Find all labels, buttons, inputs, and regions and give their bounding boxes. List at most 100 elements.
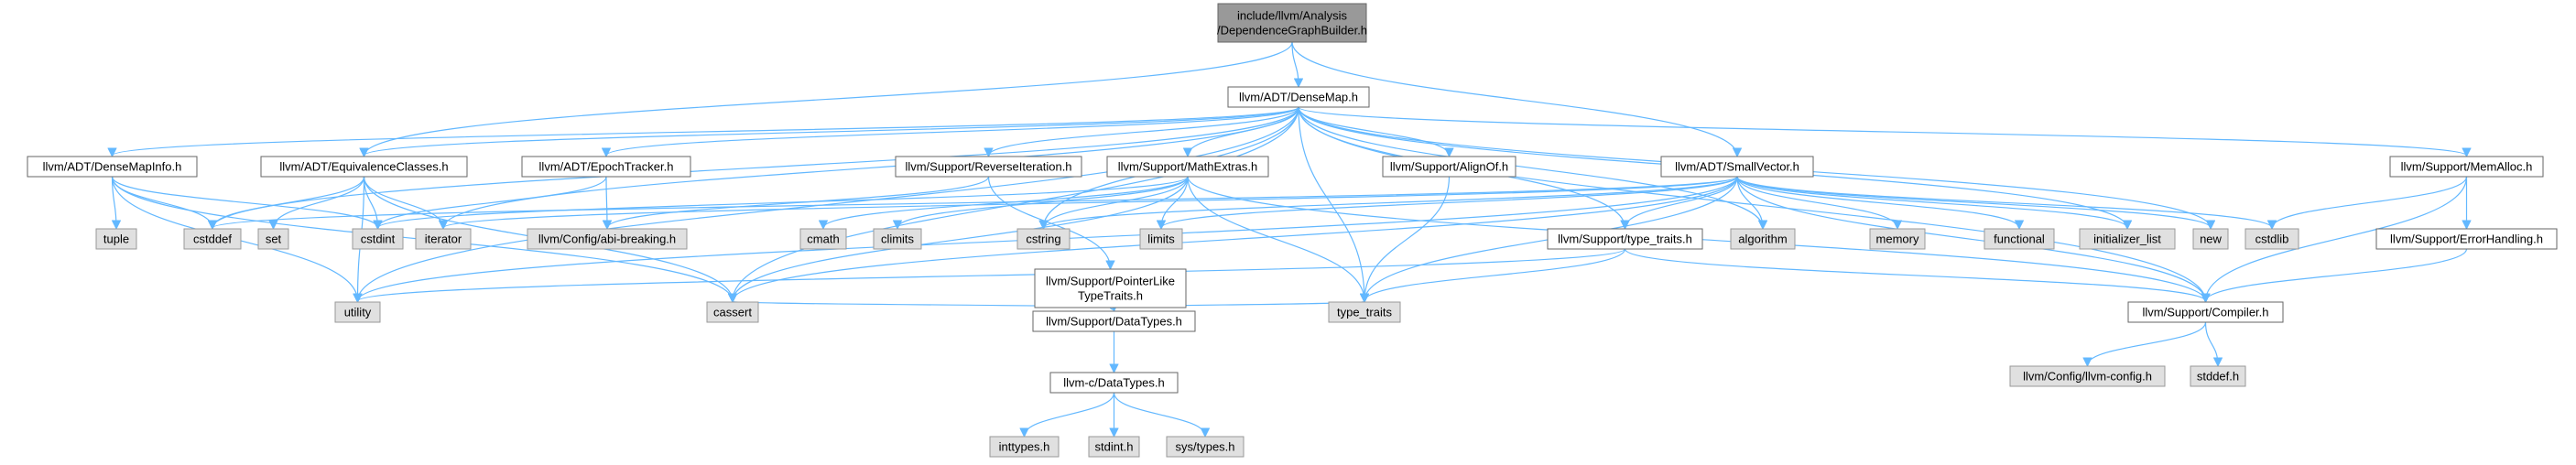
edge-densemap-to-iterator	[443, 106, 1299, 228]
node-label: iterator	[425, 232, 462, 246]
node-box	[2389, 156, 2544, 178]
graph-node-new: new	[2192, 228, 2229, 250]
edge-datatypes_c-to-systypes	[1113, 392, 1206, 436]
edge-datatypes_c-to-inttypes	[1025, 392, 1115, 436]
graph-node-smallvector[interactable]: llvm/ADT/SmallVector.h	[1660, 156, 1814, 178]
node-box	[989, 436, 1060, 458]
graph-node-datatypes_s[interactable]: llvm/Support/DataTypes.h	[1032, 310, 1196, 332]
edge-compiler-to-stddef	[2204, 321, 2219, 365]
node-box	[2127, 301, 2284, 323]
edge-root-to-densemap	[1291, 41, 1299, 86]
edge-equivclasses-to-cstddef	[212, 176, 365, 228]
node-label: llvm/ADT/EquivalenceClasses.h	[279, 160, 448, 174]
node-label: limits	[1147, 232, 1175, 246]
node-box	[799, 228, 847, 250]
edge-mathextras-to-cstdint	[378, 176, 1189, 228]
node-box	[873, 228, 922, 250]
node-box	[352, 228, 404, 250]
edge-smallvector-to-cstdlib	[1736, 176, 2272, 228]
graph-node-stdint: stdint.h	[1088, 436, 1140, 458]
graph-node-cstring: cstring	[1016, 228, 1071, 250]
node-box	[527, 228, 688, 250]
graph-node-root: include/llvm/Analysis/DependenceGraphBui…	[1217, 3, 1367, 43]
node-box	[521, 156, 691, 178]
node-box	[1106, 156, 1269, 178]
node-box	[2192, 228, 2229, 250]
node-label: new	[2200, 232, 2222, 246]
node-label: type_traits	[1337, 306, 1392, 319]
graph-node-cmath: cmath	[799, 228, 847, 250]
node-box	[260, 156, 468, 178]
edge-densemap-to-equivclasses	[364, 106, 1299, 156]
edge-smallvector-to-iterator	[443, 176, 1738, 228]
edge-densemapinfo-to-cstddef	[111, 176, 213, 228]
node-box	[1032, 310, 1196, 332]
edge-densemapinfo-to-cstdint	[111, 176, 378, 228]
graph-node-datatypes_c[interactable]: llvm-c/DataTypes.h	[1049, 372, 1179, 394]
edge-smallvector-to-cstddef	[212, 176, 1738, 228]
edge-smallvector-to-memory	[1736, 176, 1897, 228]
edge-smallvector-to-typetraitsh	[1625, 176, 1738, 228]
edge-mathextras-to-climits	[897, 176, 1189, 228]
graph-node-compiler[interactable]: llvm/Support/Compiler.h	[2127, 301, 2284, 323]
node-box	[257, 228, 289, 250]
graph-node-alignof[interactable]: llvm/Support/AlignOf.h	[1382, 156, 1516, 178]
node-box	[95, 228, 137, 250]
edge-smallvector-to-new	[1736, 176, 2211, 228]
node-label: llvm/Support/PointerLike	[1046, 275, 1175, 288]
edge-root-to-equivclasses	[364, 41, 1293, 156]
node-label: /DependenceGraphBuilder.h	[1217, 24, 1367, 38]
node-label: memory	[1876, 232, 1919, 246]
edge-densemap-to-epochtracker	[606, 106, 1299, 156]
graph-node-functional: functional	[1984, 228, 2055, 250]
graph-node-equivclasses[interactable]: llvm/ADT/EquivalenceClasses.h	[260, 156, 468, 178]
graph-node-climits: climits	[873, 228, 922, 250]
graph-node-systypes: sys/types.h	[1166, 436, 1245, 458]
graph-node-densemap[interactable]: llvm/ADT/DenseMap.h	[1227, 86, 1370, 108]
node-label: functional	[1994, 232, 2045, 246]
edge-densemap-to-reverseiter	[989, 106, 1299, 156]
node-label: TypeTraits.h	[1078, 289, 1143, 303]
node-label: cstdint	[361, 232, 396, 246]
edge-alignof-to-type_traits	[1364, 176, 1451, 301]
node-label: llvm/ADT/SmallVector.h	[1675, 160, 1799, 174]
edge-equivclasses-to-iterator	[363, 176, 444, 228]
graph-node-densemapinfo[interactable]: llvm/ADT/DenseMapInfo.h	[27, 156, 198, 178]
node-label: llvm/Config/abi-breaking.h	[538, 232, 676, 246]
node-box	[1660, 156, 1814, 178]
graph-node-memory: memory	[1869, 228, 1926, 250]
edge-typetraitsh-to-type_traits	[1364, 248, 1626, 301]
graph-node-mathextras[interactable]: llvm/Support/MathExtras.h	[1106, 156, 1269, 178]
edge-densemap-to-densemapinfo	[113, 106, 1299, 156]
node-label: cassert	[713, 306, 752, 319]
edge-densemap-to-utility	[358, 106, 1299, 301]
edge-memalloc-to-compiler	[2206, 176, 2468, 301]
graph-node-type_traits: type_traits	[1328, 301, 1401, 323]
node-box	[2244, 228, 2299, 250]
node-box	[334, 301, 381, 323]
graph-node-memalloc[interactable]: llvm/Support/MemAlloc.h	[2389, 156, 2544, 178]
node-box	[2190, 365, 2246, 387]
edge-smallvector-to-limits	[1161, 176, 1738, 228]
node-box	[1088, 436, 1140, 458]
edge-smallvector-to-cstring	[1044, 176, 1738, 228]
edge-equivclasses-to-set	[274, 176, 365, 228]
graph-node-errorhandling[interactable]: llvm/Support/ErrorHandling.h	[2375, 228, 2558, 250]
graph-node-llvmconfig: llvm/Config/llvm-config.h	[2009, 365, 2166, 387]
graph-node-reverseiter[interactable]: llvm/Support/ReverseIteration.h	[895, 156, 1082, 178]
graph-node-cstdlib: cstdlib	[2244, 228, 2299, 250]
node-label: llvm/Support/ReverseIteration.h	[905, 160, 1071, 174]
graph-node-typetraitsh[interactable]: llvm/Support/type_traits.h	[1547, 228, 1703, 250]
edges-layer	[111, 41, 2468, 436]
node-label: llvm/Support/MemAlloc.h	[2401, 160, 2533, 174]
edge-densemapinfo-to-tuple	[111, 176, 117, 228]
node-box	[2009, 365, 2166, 387]
node-label: cstring	[1026, 232, 1060, 246]
graph-node-cstddef: cstddef	[183, 228, 242, 250]
graph-node-iterator: iterator	[415, 228, 472, 250]
node-label: cstdlib	[2255, 232, 2289, 246]
node-box	[1016, 228, 1071, 250]
edge-errorhandling-to-compiler	[2206, 248, 2468, 301]
graph-node-epochtracker[interactable]: llvm/ADT/EpochTracker.h	[521, 156, 691, 178]
